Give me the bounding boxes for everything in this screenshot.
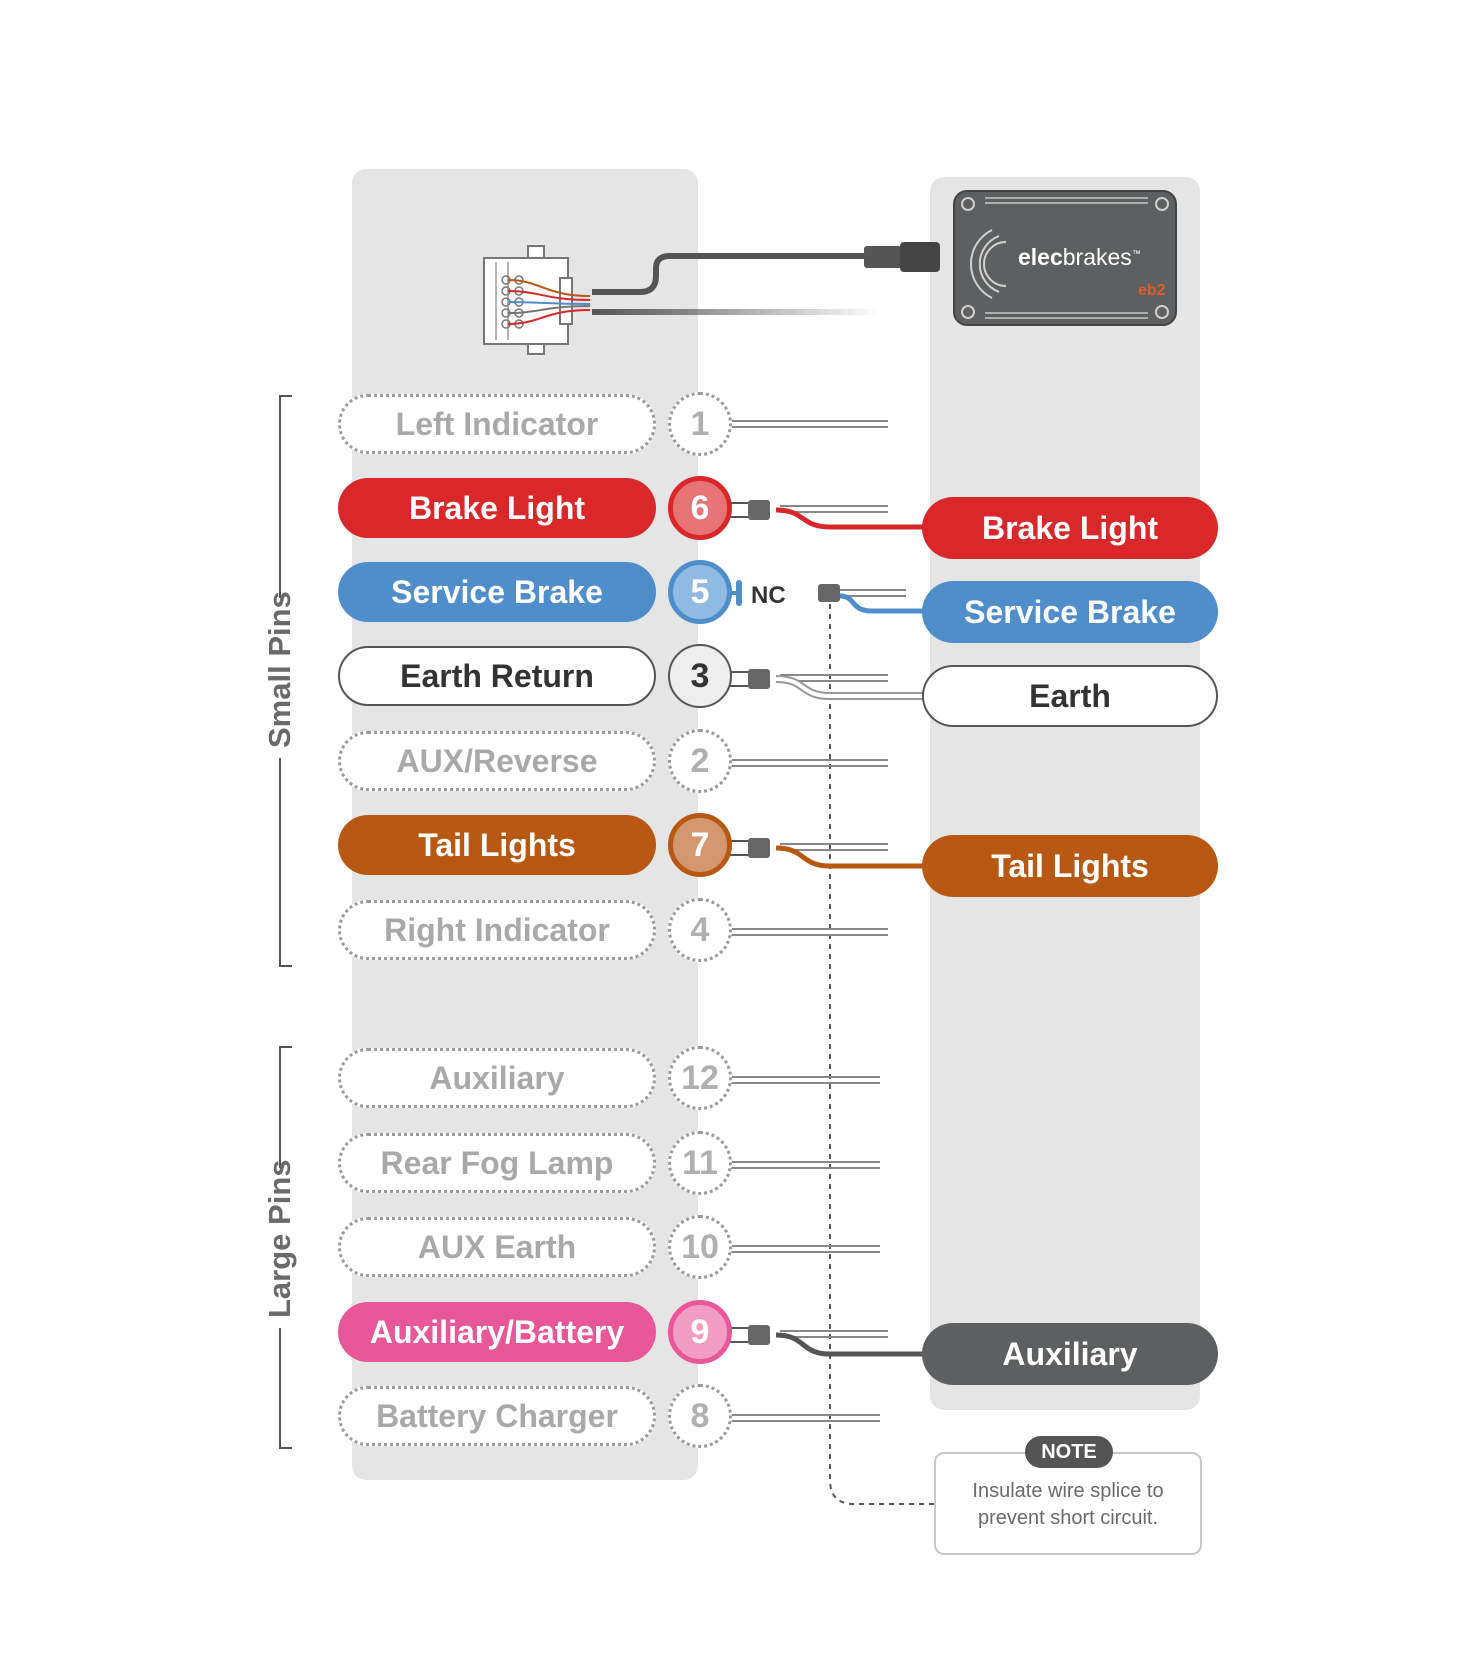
pin-number-12: 12 [668, 1046, 732, 1110]
pin-number-10: 10 [668, 1215, 732, 1279]
pin-label-battery-charger: Battery Charger [338, 1386, 656, 1446]
not-connected-label: NC [751, 582, 786, 609]
pin-label-aux-earth: AUX Earth [338, 1217, 656, 1277]
pin-number-8: 8 [668, 1384, 732, 1448]
pin-number-1: 1 [668, 392, 732, 456]
pin-label-left-indicator: Left Indicator [338, 394, 656, 454]
device-brand-logo: elecbrakes™ [1018, 244, 1141, 270]
device-model-label: eb2 [1138, 282, 1166, 299]
controller-wire-auxiliary: Auxiliary [922, 1323, 1218, 1385]
controller-panel [930, 177, 1200, 1410]
note-text: Insulate wire splice to prevent short ci… [972, 1480, 1164, 1529]
splice-connectors [723, 500, 840, 1345]
pin-number-2: 2 [668, 729, 732, 793]
pin-label-service-brake: Service Brake [338, 562, 656, 622]
note-tag: NOTE [1025, 1436, 1113, 1468]
pin-label-aux-reverse: AUX/Reverse [338, 731, 656, 791]
pin-number-3: 3 [668, 644, 732, 708]
pin-label-auxiliary: Auxiliary [338, 1048, 656, 1108]
pin-label-right-indicator: Right Indicator [338, 900, 656, 960]
pin-number-4: 4 [668, 898, 732, 962]
controller-wire-earth: Earth [922, 665, 1218, 727]
pin-label-earth-return: Earth Return [338, 646, 656, 706]
pin-number-7: 7 [668, 813, 732, 877]
pin-label-rear-fog-lamp: Rear Fog Lamp [338, 1133, 656, 1193]
pin-label-auxiliary-battery: Auxiliary/Battery [338, 1302, 656, 1362]
pin-number-6: 6 [668, 476, 732, 540]
controller-wire-brake-light: Brake Light [922, 497, 1218, 559]
controller-wire-tail-lights: Tail Lights [922, 835, 1218, 897]
small-pins-label: Small Pins [262, 591, 298, 758]
pin-number-11: 11 [668, 1131, 732, 1195]
note-box [934, 1452, 1202, 1555]
pin-label-brake-light: Brake Light [338, 478, 656, 538]
large-pins-label: Large Pins [262, 1160, 298, 1328]
controller-wire-service-brake: Service Brake [922, 581, 1218, 643]
trailer-plug-icon [483, 245, 591, 355]
pin-label-tail-lights: Tail Lights [338, 815, 656, 875]
inactive-pin-wires [730, 420, 888, 1422]
pin-number-5: 5 [668, 560, 732, 624]
pin-number-9: 9 [668, 1300, 732, 1364]
